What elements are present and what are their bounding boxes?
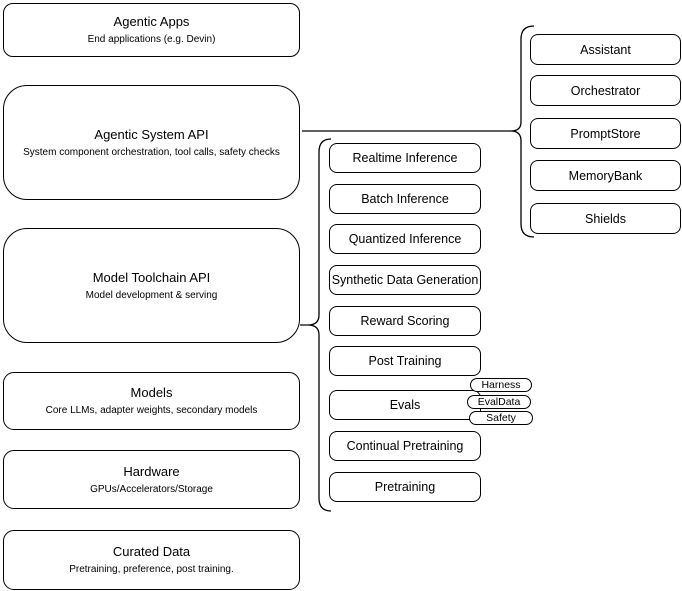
tag-harness: Harness <box>470 378 532 392</box>
node-model-toolchain-api: Model Toolchain API Model development & … <box>3 228 300 343</box>
node-hardware: Hardware GPUs/Accelerators/Storage <box>3 450 300 509</box>
node-memorybank: MemoryBank <box>530 160 681 191</box>
node-orchestrator: Orchestrator <box>530 75 681 106</box>
node-quantized-inference: Quantized Inference <box>329 224 481 254</box>
node-post-training: Post Training <box>329 346 481 376</box>
node-assistant: Assistant <box>530 34 681 65</box>
node-agentic-apps: Agentic Apps End applications (e.g. Devi… <box>3 3 300 57</box>
node-curated-data: Curated Data Pretraining, preference, po… <box>3 530 300 590</box>
node-title: Model Toolchain API <box>92 269 211 285</box>
tag-safety: Safety <box>469 411 533 425</box>
node-realtime-inference: Realtime Inference <box>329 143 481 173</box>
node-title: Models <box>130 385 173 400</box>
node-pretraining: Pretraining <box>329 472 481 502</box>
node-batch-inference: Batch Inference <box>329 184 481 214</box>
toolchain-bracket <box>307 138 332 512</box>
node-subtitle: Model development & serving <box>85 289 218 301</box>
node-title: Curated Data <box>112 544 191 559</box>
node-subtitle: Pretraining, preference, post training. <box>69 564 234 575</box>
system-components-bracket <box>510 25 535 238</box>
node-synthetic-data-generation: Synthetic Data Generation <box>329 265 481 295</box>
node-reward-scoring: Reward Scoring <box>329 306 481 336</box>
node-title: Hardware <box>123 463 180 479</box>
node-promptstore: PromptStore <box>530 118 681 149</box>
node-agentic-system-api: Agentic System API System component orch… <box>3 85 300 200</box>
node-subtitle: System component orchestration, tool cal… <box>23 146 280 158</box>
node-subtitle: GPUs/Accelerators/Storage <box>90 483 213 495</box>
node-evals: Evals <box>329 390 481 420</box>
node-title: Agentic System API <box>94 126 209 142</box>
node-continual-pretraining: Continual Pretraining <box>329 431 481 461</box>
node-title: Agentic Apps <box>113 14 190 29</box>
node-subtitle: Core LLMs, adapter weights, secondary mo… <box>45 405 258 416</box>
node-subtitle: End applications (e.g. Devin) <box>87 34 216 45</box>
node-models: Models Core LLMs, adapter weights, secon… <box>3 372 300 430</box>
node-shields: Shields <box>530 203 681 234</box>
tag-evaldata: EvalData <box>467 395 531 409</box>
